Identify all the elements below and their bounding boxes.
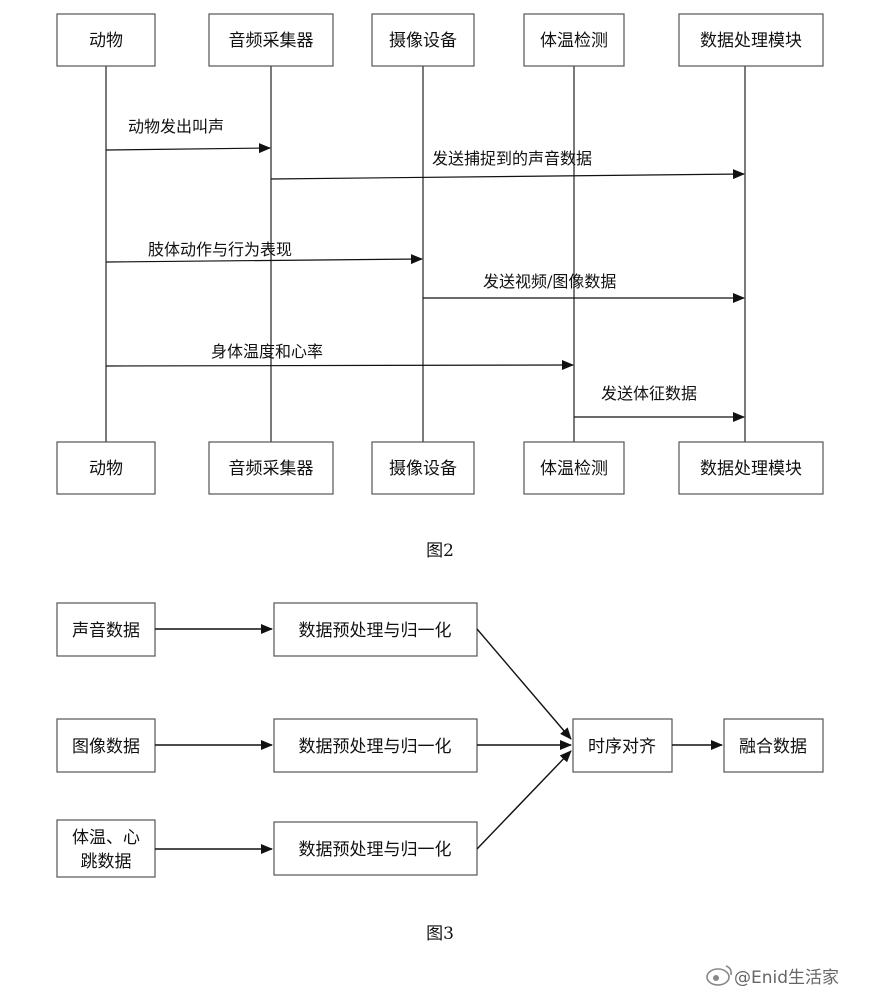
weibo-logo-icon <box>706 965 732 986</box>
participant-label: 动物 <box>89 31 123 51</box>
input-label: 图像数据 <box>72 737 140 757</box>
input-node-audio: 声音数据 <box>56 602 156 657</box>
participant-label: 音频采集器 <box>229 459 314 479</box>
fusion-node: 融合数据 <box>723 718 824 773</box>
align-node: 时序对齐 <box>572 718 673 773</box>
preprocess-label: 数据预处理与归一化 <box>299 840 452 860</box>
participant-bottom-camera: 摄像设备 <box>371 441 475 495</box>
participant-label: 体温检测 <box>540 31 608 51</box>
watermark: @Enid生活家 <box>706 965 839 988</box>
figure3-flowchart: 声音数据 图像数据 体温、心 跳数据 数据预处理与归一化 数据预处理与归一化 数… <box>56 602 824 944</box>
input-label-line2: 跳数据 <box>81 852 132 872</box>
participant-top-temp-detector: 体温检测 <box>523 13 625 67</box>
participant-bottom-temp-detector: 体温检测 <box>523 441 625 495</box>
preprocess-node-2: 数据预处理与归一化 <box>273 718 478 773</box>
participant-label: 摄像设备 <box>389 31 457 51</box>
participant-top-audio-collector: 音频采集器 <box>208 13 334 67</box>
figure2-sequence-diagram: 动物 音频采集器 摄像设备 体温检测 数据处理模块 动物发出叫声 发送捕捉到的声… <box>56 13 824 561</box>
message-arrow-5 <box>105 360 574 371</box>
participant-bottom-animal: 动物 <box>56 441 156 495</box>
participant-top-camera: 摄像设备 <box>371 13 475 67</box>
message-label-2: 发送捕捉到的声音数据 <box>432 149 592 168</box>
participant-label: 体温检测 <box>540 459 608 479</box>
input-node-image: 图像数据 <box>56 718 156 773</box>
participant-label: 数据处理模块 <box>700 31 802 51</box>
message-label-4: 发送视频/图像数据 <box>483 272 616 291</box>
align-label: 时序对齐 <box>588 737 656 757</box>
participant-bottom-data-processing: 数据处理模块 <box>678 441 824 495</box>
preprocess-node-3: 数据预处理与归一化 <box>273 821 478 876</box>
participant-top-animal: 动物 <box>56 13 156 67</box>
figure2-caption: 图2 <box>426 541 454 561</box>
flow-arrow-preprocess3-to-align <box>476 750 572 850</box>
figure3-caption: 图3 <box>426 924 454 944</box>
fusion-label: 融合数据 <box>739 737 807 757</box>
flow-arrow-preprocess1-to-align <box>476 628 572 740</box>
preprocess-node-1: 数据预处理与归一化 <box>273 602 478 657</box>
participant-label: 音频采集器 <box>229 31 314 51</box>
message-arrow-2 <box>270 169 745 180</box>
participant-top-data-processing: 数据处理模块 <box>678 13 824 67</box>
participant-label: 摄像设备 <box>389 459 457 479</box>
watermark-text: @Enid生活家 <box>734 968 839 988</box>
preprocess-label: 数据预处理与归一化 <box>299 621 452 641</box>
message-arrow-1 <box>105 143 271 154</box>
participant-bottom-audio-collector: 音频采集器 <box>208 441 334 495</box>
input-node-vitals: 体温、心 跳数据 <box>56 819 156 878</box>
participant-label: 数据处理模块 <box>700 459 802 479</box>
message-label-3: 肢体动作与行为表现 <box>148 240 292 259</box>
participant-label: 动物 <box>89 459 123 479</box>
message-label-6: 发送体征数据 <box>601 384 697 403</box>
input-label: 声音数据 <box>72 621 140 641</box>
message-label-5: 身体温度和心率 <box>211 342 323 361</box>
input-label-line1: 体温、心 <box>72 828 140 848</box>
message-label-1: 动物发出叫声 <box>128 117 224 136</box>
preprocess-label: 数据预处理与归一化 <box>299 737 452 757</box>
message-arrow-3 <box>105 254 423 265</box>
